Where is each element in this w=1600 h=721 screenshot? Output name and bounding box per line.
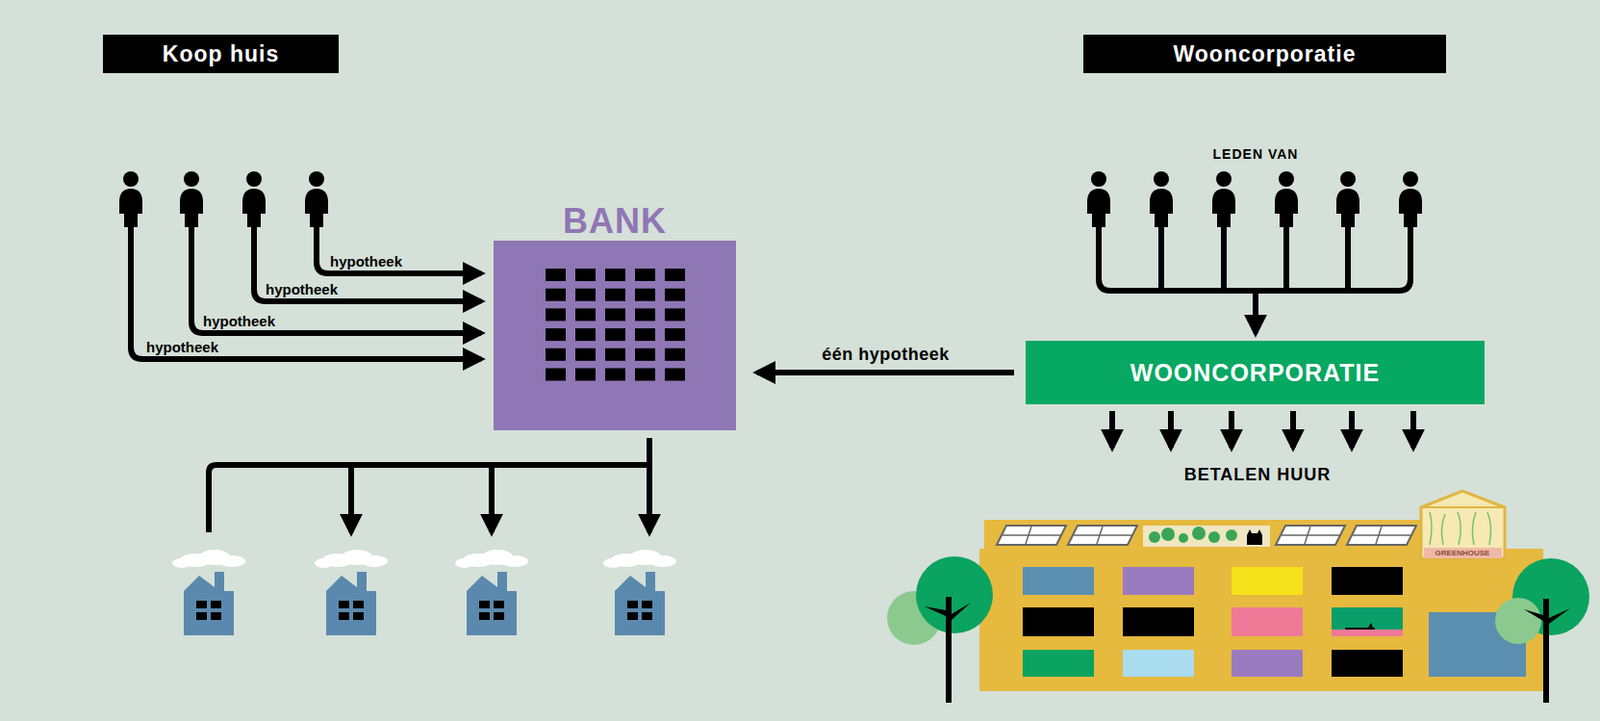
text-label: hypotheek (146, 338, 219, 356)
member-icons (1087, 171, 1423, 228)
person-icons (119, 171, 329, 228)
text-label: BETALEN HUUR (1184, 464, 1332, 485)
bank-heading: BANK (493, 202, 737, 241)
member-merge (1098, 227, 1411, 333)
text-label: hypotheek (265, 280, 338, 298)
section-header: Koop huis (102, 34, 339, 74)
edge-label: één hypotheek (817, 344, 954, 365)
rent-arrows (1112, 410, 1414, 448)
mortgage-connector (757, 369, 1015, 376)
section-header: Wooncorporatie (1083, 34, 1447, 74)
bank-building: BANK (493, 240, 737, 431)
house-icons (172, 549, 677, 635)
box-label: Wooncorporatie (1173, 41, 1357, 68)
apartment-building (887, 490, 1590, 703)
box-label: Koop huis (162, 41, 280, 68)
bank-to-houses (208, 437, 650, 533)
mortgage-arrows (130, 227, 482, 359)
bank-windows (493, 240, 737, 431)
text-label: hypotheek (330, 253, 403, 270)
cooperative-box: WOONCORPORATIE (1025, 340, 1485, 405)
text-label: GREENHOUSE (1435, 548, 1491, 558)
text-label: LEDEN VAN (1213, 146, 1299, 162)
text-label: hypotheek (203, 312, 276, 330)
box-label: WOONCORPORATIE (1130, 358, 1380, 387)
